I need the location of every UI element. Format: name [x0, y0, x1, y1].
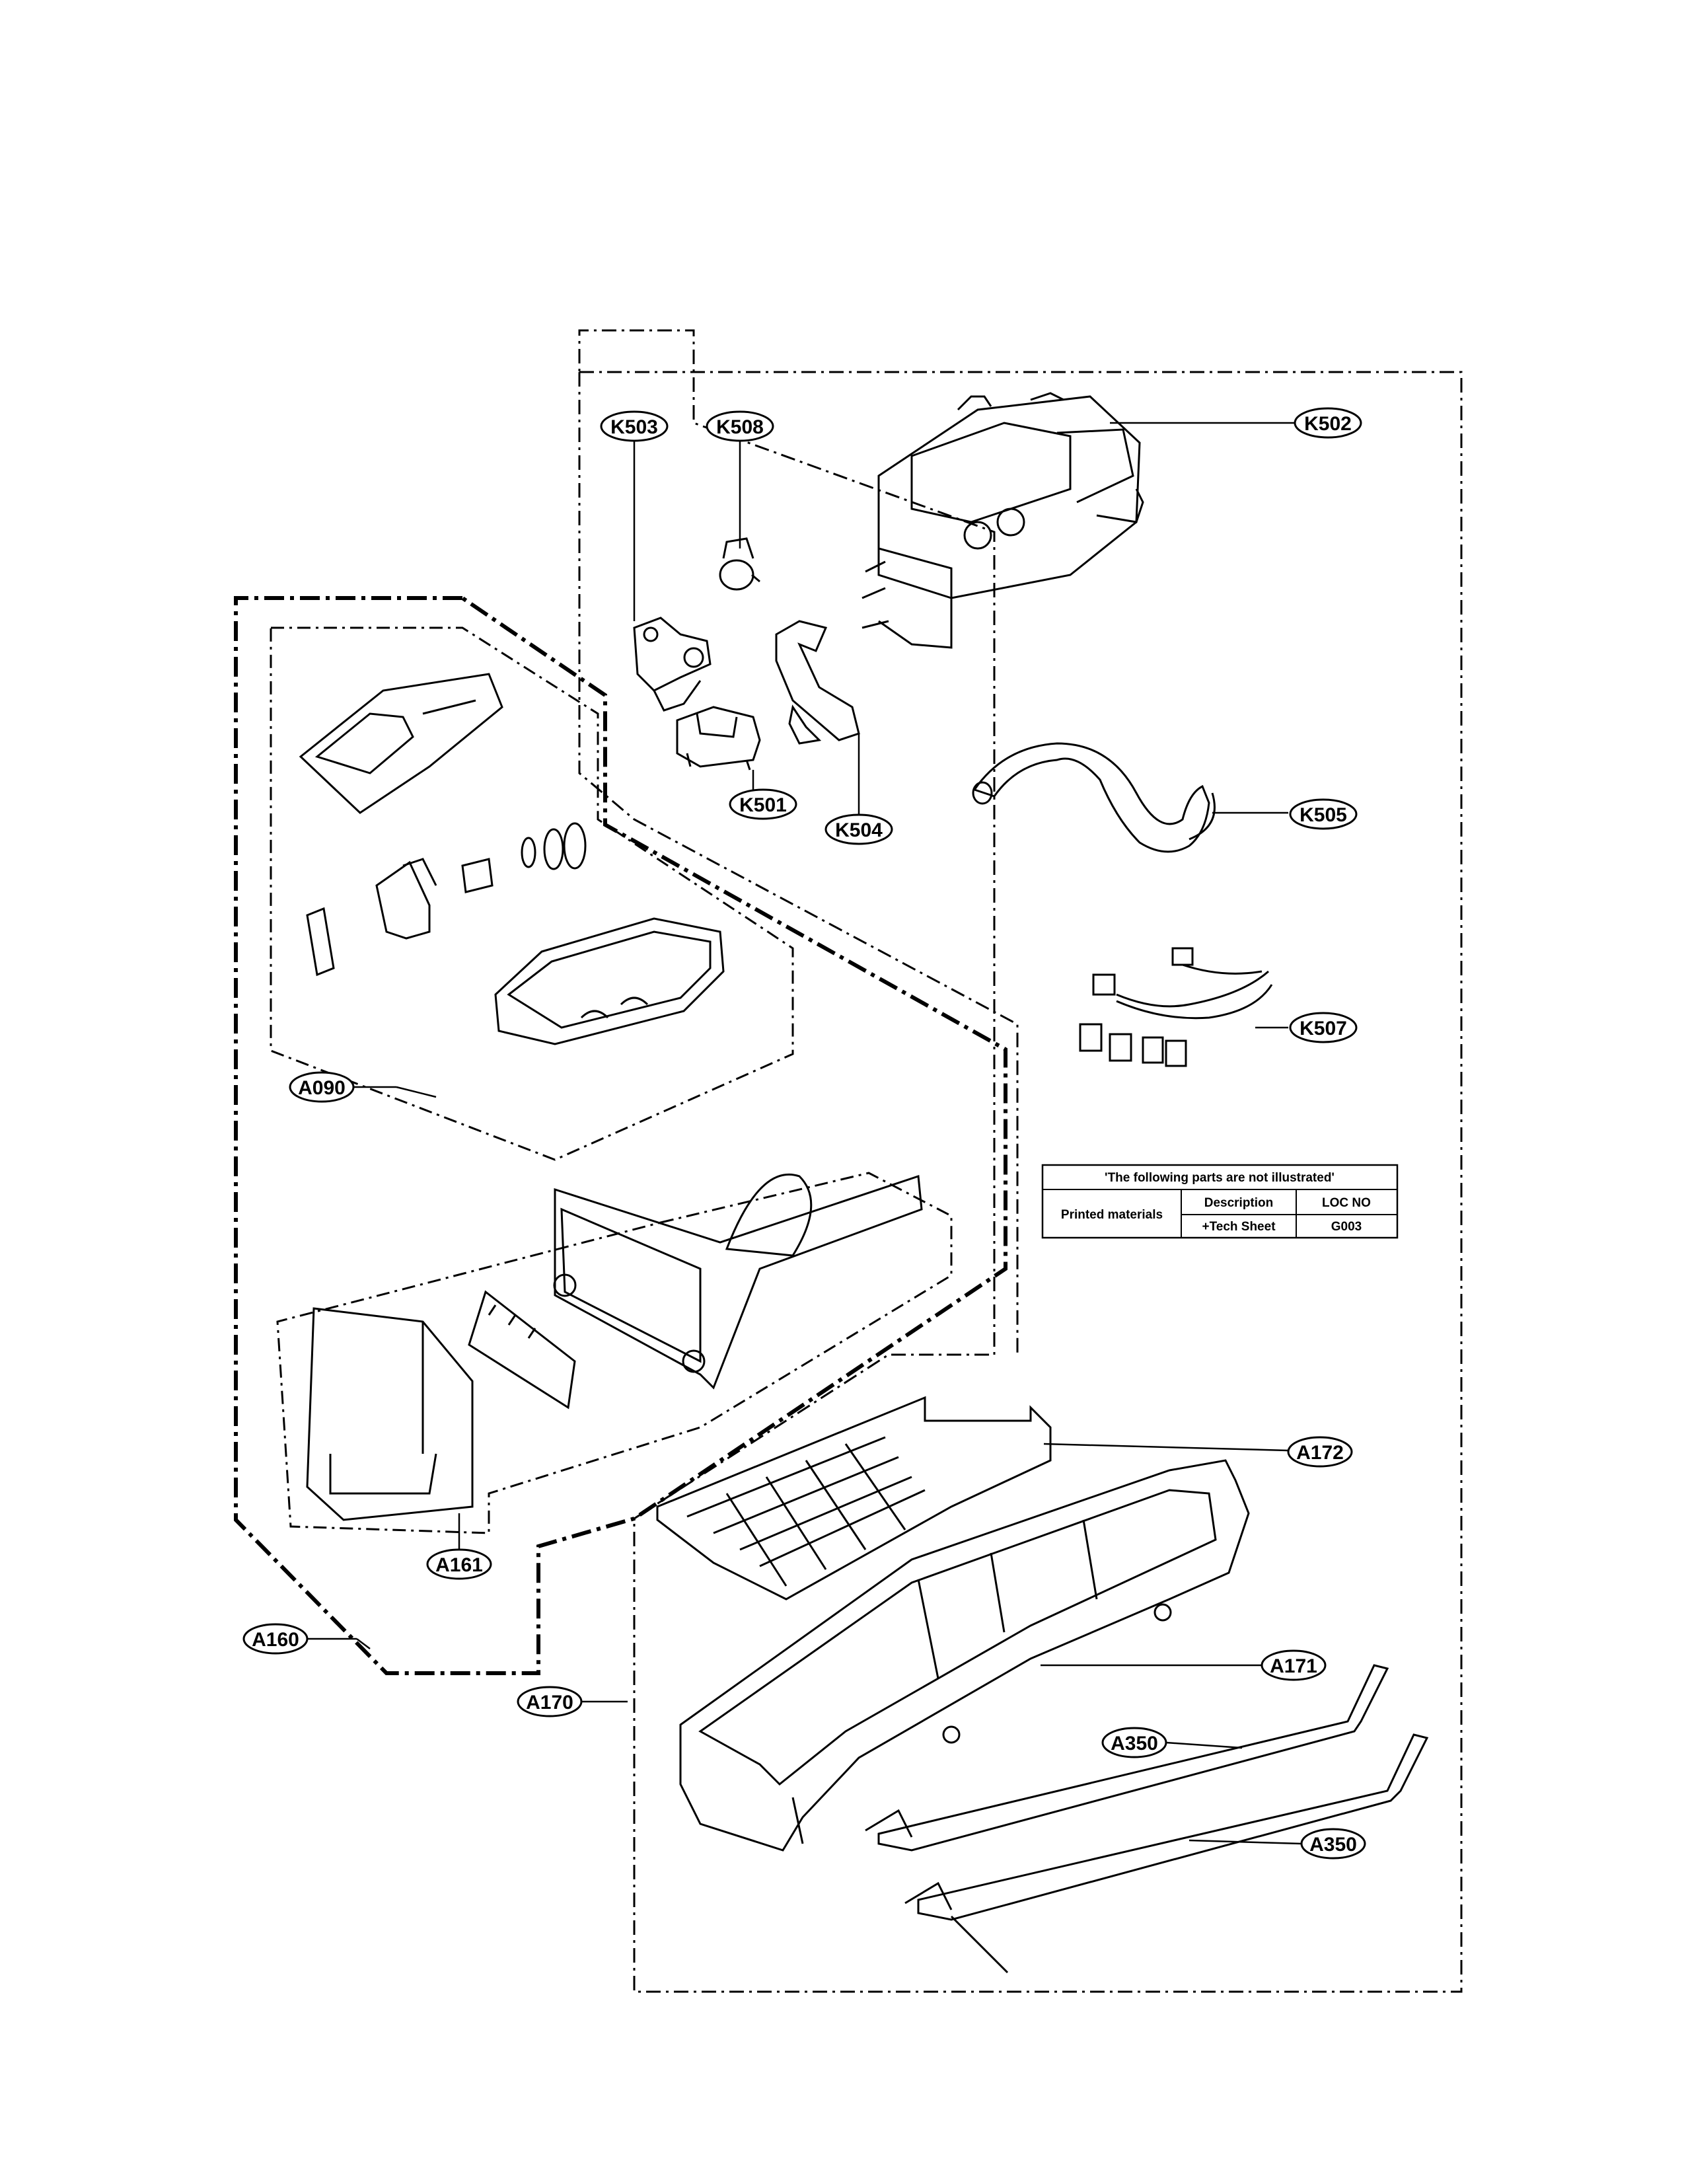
callout-label-a350-upper: A350 [1111, 1733, 1158, 1754]
bracket-drawing [676, 706, 761, 771]
callout-label-k503: K503 [610, 416, 658, 438]
callout-label-k502: K502 [1304, 413, 1352, 435]
callout-label-k507: K507 [1300, 1018, 1347, 1039]
callout-label-k508: K508 [716, 416, 764, 438]
callout-a350-lower: A350 [1300, 1828, 1366, 1860]
leader-lines [307, 422, 1302, 1845]
drawer-front-panel-drawing [306, 1307, 474, 1521]
callout-label-a090: A090 [298, 1077, 346, 1099]
callout-k502: K502 [1294, 407, 1362, 439]
rail-lower-drawing [904, 1733, 1429, 1974]
callout-a350-upper: A350 [1101, 1727, 1167, 1758]
callout-k505: K505 [1289, 798, 1358, 830]
clamp-drawing [719, 537, 760, 591]
callout-label-a172: A172 [1296, 1442, 1344, 1464]
drawer-body-drawing [553, 1173, 923, 1390]
table-header: 'The following parts are not illustrated… [1105, 1171, 1335, 1185]
callout-k504: K504 [824, 813, 893, 845]
callout-a090: A090 [289, 1071, 355, 1103]
grille-drawing [656, 1396, 1052, 1600]
wire-harness-drawing [1079, 947, 1273, 1067]
boundary-a160 [234, 596, 1007, 1675]
drawer-clip-drawing [468, 1290, 576, 1410]
rail-upper-drawing [865, 1664, 1389, 1852]
callout-label-a170: A170 [526, 1692, 573, 1713]
dispenser-tray-drawing [494, 917, 725, 1045]
table-row-label: Printed materials [1061, 1208, 1163, 1222]
callout-k507: K507 [1289, 1012, 1358, 1043]
callout-k508: K508 [706, 410, 774, 442]
callout-a171: A171 [1261, 1649, 1327, 1681]
callout-k501: K501 [729, 788, 797, 820]
callout-label-a161: A161 [435, 1554, 483, 1576]
dispenser-cap-drawing [299, 673, 503, 814]
boundary-a090 [270, 626, 794, 1161]
siphon-parts-drawing [306, 822, 587, 977]
callout-a170: A170 [517, 1686, 583, 1717]
hose-short-drawing [775, 620, 860, 745]
table-col-loc: LOC NO [1322, 1196, 1371, 1210]
housing-drawing [679, 1459, 1250, 1852]
notice-table: 'The following parts are not illustrated… [1041, 1164, 1399, 1239]
boundary-k-inner [578, 372, 1019, 1355]
callout-a160: A160 [242, 1623, 309, 1655]
callout-label-k501: K501 [739, 794, 787, 816]
table-item-description: +Tech Sheet [1202, 1220, 1276, 1234]
table-item-loc: G003 [1331, 1220, 1362, 1234]
valve-small-drawing [633, 617, 712, 712]
callout-a161: A161 [426, 1548, 492, 1580]
callout-label-k504: K504 [835, 819, 883, 841]
valve-housing-drawing [861, 392, 1144, 649]
callout-k503: K503 [600, 410, 669, 442]
callout-label-a160: A160 [252, 1629, 299, 1651]
boundary-a161 [276, 1172, 953, 1534]
boundary-k-group [578, 329, 1463, 1993]
hose-long-drawing [972, 742, 1216, 853]
callout-label-a350-lower: A350 [1309, 1834, 1357, 1856]
callout-a172: A172 [1287, 1436, 1353, 1468]
callout-label-k505: K505 [1300, 804, 1347, 826]
callout-label-a171: A171 [1270, 1655, 1317, 1677]
table-col-description: Description [1204, 1196, 1274, 1210]
